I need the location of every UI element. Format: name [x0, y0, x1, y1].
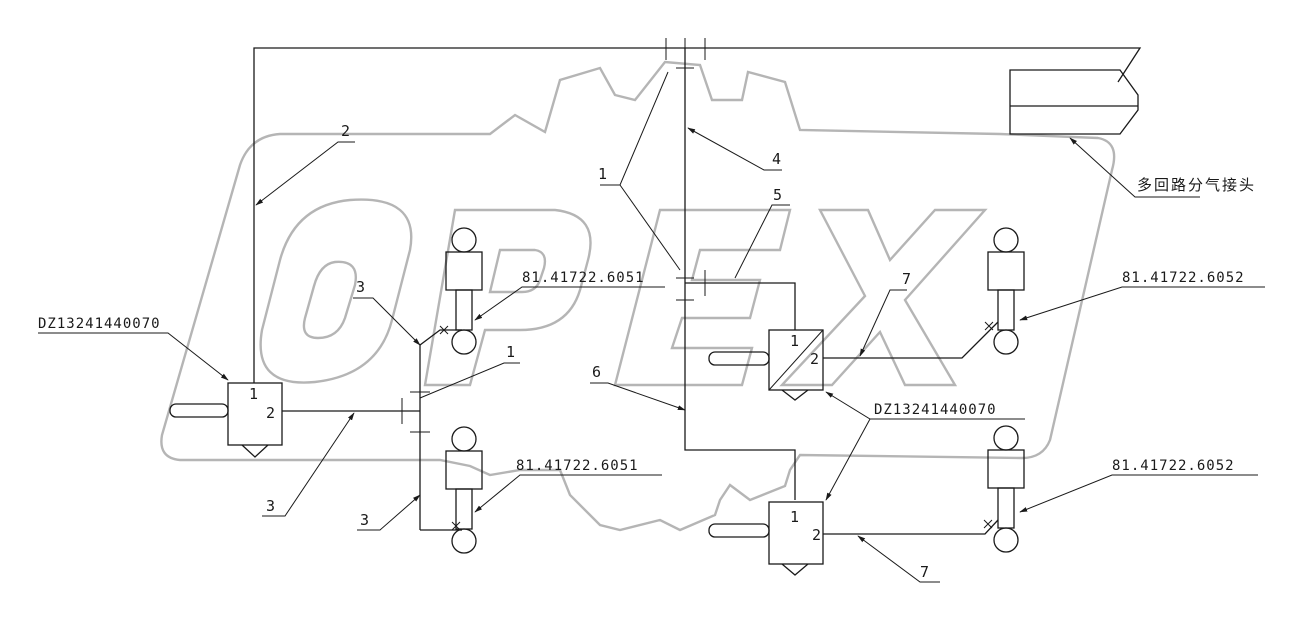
manifold-label: 多回路分气接头 [1137, 176, 1256, 194]
manifold-connector [1009, 69, 1139, 135]
valve-right-upper: 1 2 [708, 329, 824, 401]
line-5 [685, 282, 796, 330]
part-cylinder-right-lower: 81.41722.6052 [1112, 458, 1235, 474]
cylinder-left-upper [445, 227, 483, 355]
label-7-lower: 7 [920, 563, 929, 581]
label-5: 5 [773, 186, 782, 204]
label-1-mid: 1 [506, 343, 515, 361]
valve-right-lower: 1 2 [708, 501, 824, 576]
valve-left: 1 2 [169, 382, 283, 458]
label-3-lower-left: 3 [266, 497, 275, 515]
part-valve-right: DZ13241440070 [874, 402, 997, 418]
top-trunk-line [253, 47, 1142, 383]
valve-right-upper-port1: 1 [790, 332, 799, 350]
cylinder-right-upper [987, 227, 1025, 355]
valve-right-lower-port1: 1 [790, 508, 799, 526]
valve-left-port1: 1 [249, 385, 258, 403]
line-4-6 [684, 48, 796, 500]
valve-left-port2: 2 [266, 404, 275, 422]
air-lines [253, 47, 1142, 535]
label-7-upper: 7 [902, 270, 911, 288]
fittings [401, 38, 994, 531]
label-3-lower: 3 [360, 511, 369, 529]
part-cylinder-right-upper: 81.41722.6052 [1122, 270, 1245, 286]
line-7-lower [823, 519, 999, 535]
label-4: 4 [772, 150, 781, 168]
valve-right-lower-port2: 2 [812, 526, 821, 544]
watermark-letter-e [613, 208, 792, 387]
cylinder-right-lower [987, 425, 1025, 553]
part-cylinder-left-lower: 81.41722.6051 [516, 458, 639, 474]
watermark-letter-o [259, 198, 413, 384]
line-7-upper [823, 321, 999, 359]
label-6: 6 [592, 363, 601, 381]
watermark-letter-x [779, 208, 988, 387]
part-valve-left: DZ13241440070 [38, 316, 161, 332]
labels: 2 1 4 5 多回路分气接头 3 1 7 6 3 3 7 DZ13241440… [38, 122, 1256, 581]
leaders [38, 71, 1265, 583]
watermark [160, 60, 1116, 532]
label-1-top: 1 [598, 165, 607, 183]
label-3-upper: 3 [356, 278, 365, 296]
cylinder-left-lower [445, 426, 483, 554]
left-upper-branch [419, 329, 462, 346]
part-cylinder-left-upper: 81.41722.6051 [522, 270, 645, 286]
valve-right-upper-port2: 2 [810, 350, 819, 368]
label-2: 2 [341, 122, 350, 140]
